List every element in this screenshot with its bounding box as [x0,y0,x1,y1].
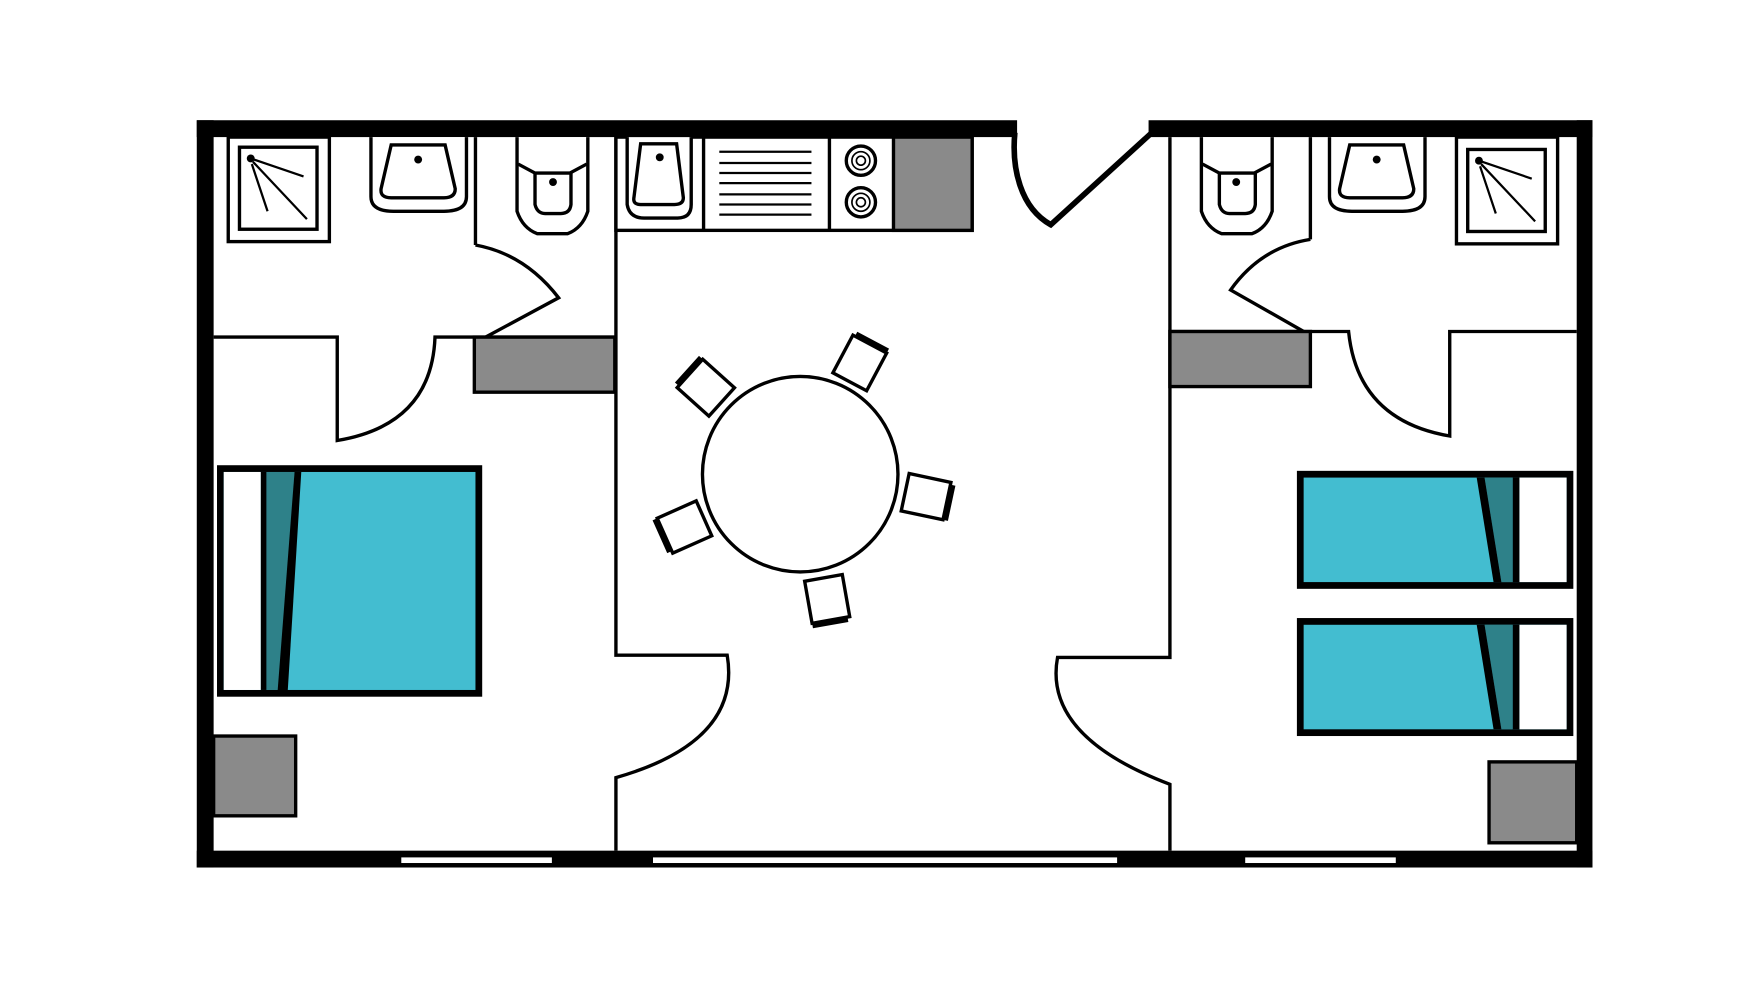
bed-icon [217,465,483,697]
wall [614,137,731,851]
entrance-door [1011,130,1154,229]
window-icon [401,857,552,864]
chair-icon [652,498,714,556]
stove-icon [844,144,878,219]
wardrobe-icon [1168,329,1313,389]
sink-icon [1327,137,1427,213]
bathroom-right [1054,135,1577,851]
shower-icon [226,135,332,244]
wardrobe-icon [211,734,298,818]
door-swing-icon [1228,237,1311,333]
bedroom-right [1296,470,1579,845]
chair-icon [674,355,737,419]
dining-table-icon [700,374,900,574]
bed-icon [1296,618,1574,737]
outer-walls [196,120,1593,868]
kitchen-counter [614,135,974,233]
shower-icon [1454,135,1560,246]
chair-icon [802,572,852,629]
toilet-icon [1199,137,1274,236]
bathroom-left [213,135,617,443]
fridge-icon [891,135,974,233]
chair-icon [830,331,890,394]
door-swing-icon [475,243,562,339]
bedroom-left [211,137,731,851]
windows [401,857,1396,864]
toilet-icon [515,137,590,236]
wall [1054,137,1172,851]
wardrobe-icon [472,335,617,394]
sink-icon [369,137,469,213]
window-icon [1245,857,1396,864]
wall [213,335,616,443]
drainer-icon [719,150,812,216]
dining-area [652,331,956,629]
chair-icon [899,471,956,522]
wall [1169,329,1577,439]
bed-icon [1296,470,1574,589]
window-icon [653,857,1118,864]
sink-icon [625,137,693,220]
wardrobe-icon [1487,760,1579,845]
